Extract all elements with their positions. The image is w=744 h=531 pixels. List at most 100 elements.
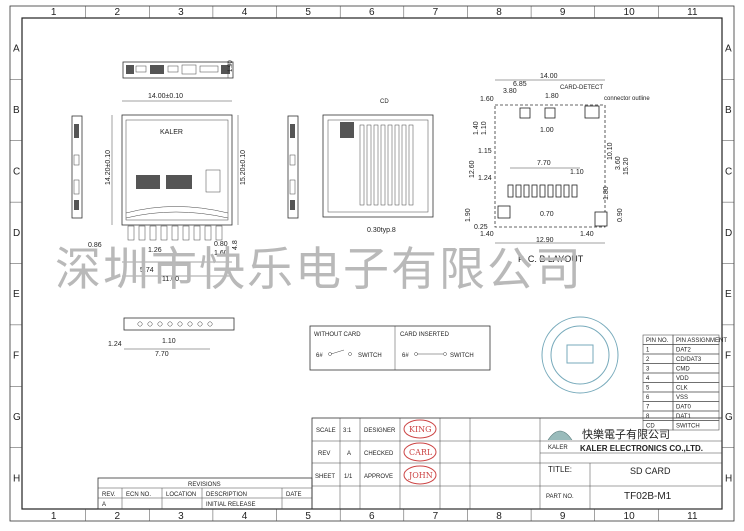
- revisions-heading: REVISIONS: [188, 482, 221, 488]
- connector-pin: [127, 225, 135, 241]
- grid-row-label: H: [725, 473, 732, 484]
- pcb-dim-180: 1.80: [545, 93, 559, 100]
- grid-col-label: 5: [305, 7, 311, 18]
- pcb-dim-140: 1.40: [473, 121, 480, 135]
- connector-pin: [204, 225, 212, 241]
- pin-number: 8: [646, 414, 650, 420]
- grid-col-label: 6: [369, 7, 375, 18]
- bottom-pin: [177, 321, 183, 327]
- bottom-pin: [207, 321, 213, 327]
- pcb-pad: [547, 184, 554, 198]
- logo-text: KALER: [548, 445, 568, 451]
- pin-assignment: DAT2: [676, 348, 692, 354]
- contact-slot: [366, 124, 372, 206]
- grid-row-label: A: [13, 44, 20, 55]
- bottom-pin: [187, 321, 193, 327]
- revision-header: ECN NO.: [126, 492, 151, 498]
- grid-row-label: A: [725, 44, 732, 55]
- grid-col-label: 10: [624, 511, 636, 522]
- company-name-en: KALER ELECTRONICS CO.,LTD.: [580, 444, 703, 453]
- dim-080: 0.80: [214, 241, 228, 248]
- part-label: PART NO.: [546, 494, 574, 500]
- grid-row-label: D: [13, 228, 20, 239]
- pin-number: 4: [646, 376, 650, 382]
- pcb-pad: [523, 184, 530, 198]
- bottom-pin: [167, 321, 173, 327]
- contact-slot: [408, 124, 414, 206]
- dim-top-height: 1.90: [228, 60, 234, 72]
- grid-col-label: 1: [51, 7, 57, 18]
- grid-col-label: 8: [496, 511, 502, 522]
- scale-label: SCALE: [316, 428, 336, 434]
- dim-086: 0.86: [88, 242, 102, 249]
- grid-col-label: 9: [560, 511, 566, 522]
- connector-pin: [160, 225, 168, 241]
- dim-48: 4.8: [232, 240, 239, 250]
- switch-inserted-sym: 6#: [402, 353, 409, 359]
- dim-body-height-2: 15.20±0.10: [240, 150, 247, 185]
- scale-value: 3:1: [343, 428, 352, 434]
- revision-header: LOCATION: [166, 492, 196, 498]
- grid-col-label: 1: [51, 511, 57, 522]
- grid-row-label: D: [725, 228, 732, 239]
- pcb-pad: [555, 184, 562, 198]
- dim-770: 7.70: [155, 351, 169, 358]
- checked-stamp: CARL: [409, 448, 433, 457]
- part-value: TF02B-M1: [624, 491, 672, 502]
- pin-assignment: DAT1: [676, 414, 692, 420]
- switch-inserted-label: SWITCH: [450, 353, 474, 359]
- pin-assignment: CD/DAT3: [676, 357, 702, 363]
- bottom-pin: [147, 321, 153, 327]
- dim-126: 1.26: [148, 247, 162, 254]
- pcb-dim-1010: 10.10: [607, 142, 614, 160]
- dim-1100: 11.00: [162, 276, 179, 283]
- pcb-dim-160: 1.60: [480, 96, 494, 103]
- pcb-dim-124: 1.24: [478, 175, 492, 182]
- pin-assignment: VDD: [676, 376, 689, 382]
- pcb-dim-090: 0.90: [617, 208, 624, 222]
- pin-assignment: SWITCH: [676, 424, 700, 430]
- grid-row-label: G: [725, 412, 733, 423]
- grid-col-label: 6: [369, 511, 375, 522]
- pin-table-header: PIN NO.: [646, 338, 669, 344]
- revision-header: DATE: [286, 492, 302, 498]
- grid-col-label: 8: [496, 7, 502, 18]
- contact-slot: [401, 124, 407, 206]
- pcb-dim-180b: 1.80: [603, 186, 610, 200]
- approve-label: APPROVE: [364, 474, 393, 480]
- contact-slot: [387, 124, 393, 206]
- connector-pin: [149, 225, 157, 241]
- title-block: SCALE 3:1 REV A SHEET 1/1 DESIGNER KING …: [311, 417, 723, 510]
- sheet-label: SHEET: [315, 474, 335, 480]
- pin-number: 2: [646, 357, 650, 363]
- kaler-logo: KALER: [547, 430, 573, 451]
- pin-number: 5: [646, 386, 650, 392]
- pin-number: 3: [646, 367, 650, 373]
- connector-pin: [171, 225, 179, 241]
- pcb-dim-685: 6.85: [513, 81, 527, 88]
- pcb-layout-title: P. C. B LAYOUT: [518, 254, 584, 264]
- connector-pin: [193, 225, 201, 241]
- switch-box: WITHOUT CARD 6# SWITCH CARD INSERTED 6# …: [309, 325, 491, 371]
- pcb-dim-1290: 12.90: [536, 237, 554, 244]
- rev-label: REV: [318, 451, 330, 457]
- pcb-pad: [507, 184, 514, 198]
- dim-160: 1.60: [214, 250, 228, 257]
- pcb-dim-025: 0.25: [474, 224, 488, 231]
- card-detect-label: CARD-DETECT: [560, 85, 603, 91]
- pcb-dim-1260: 12.60: [469, 160, 476, 178]
- pcb-dim-190: 1.90: [465, 208, 472, 222]
- pin-table-header: PIN ASSIGNMENT: [676, 338, 727, 344]
- body-brand: KALER: [160, 129, 183, 136]
- mid-cd: CD: [380, 99, 389, 105]
- grid-row-label: H: [13, 473, 20, 484]
- rev-value: A: [347, 451, 351, 457]
- grid-row-label: C: [725, 166, 732, 177]
- bottom-view: 1.24 1.10 7.70: [108, 317, 235, 358]
- grid-col-label: 7: [433, 511, 439, 522]
- pcb-pad: [563, 184, 570, 198]
- title-label: TITLE:: [548, 465, 572, 474]
